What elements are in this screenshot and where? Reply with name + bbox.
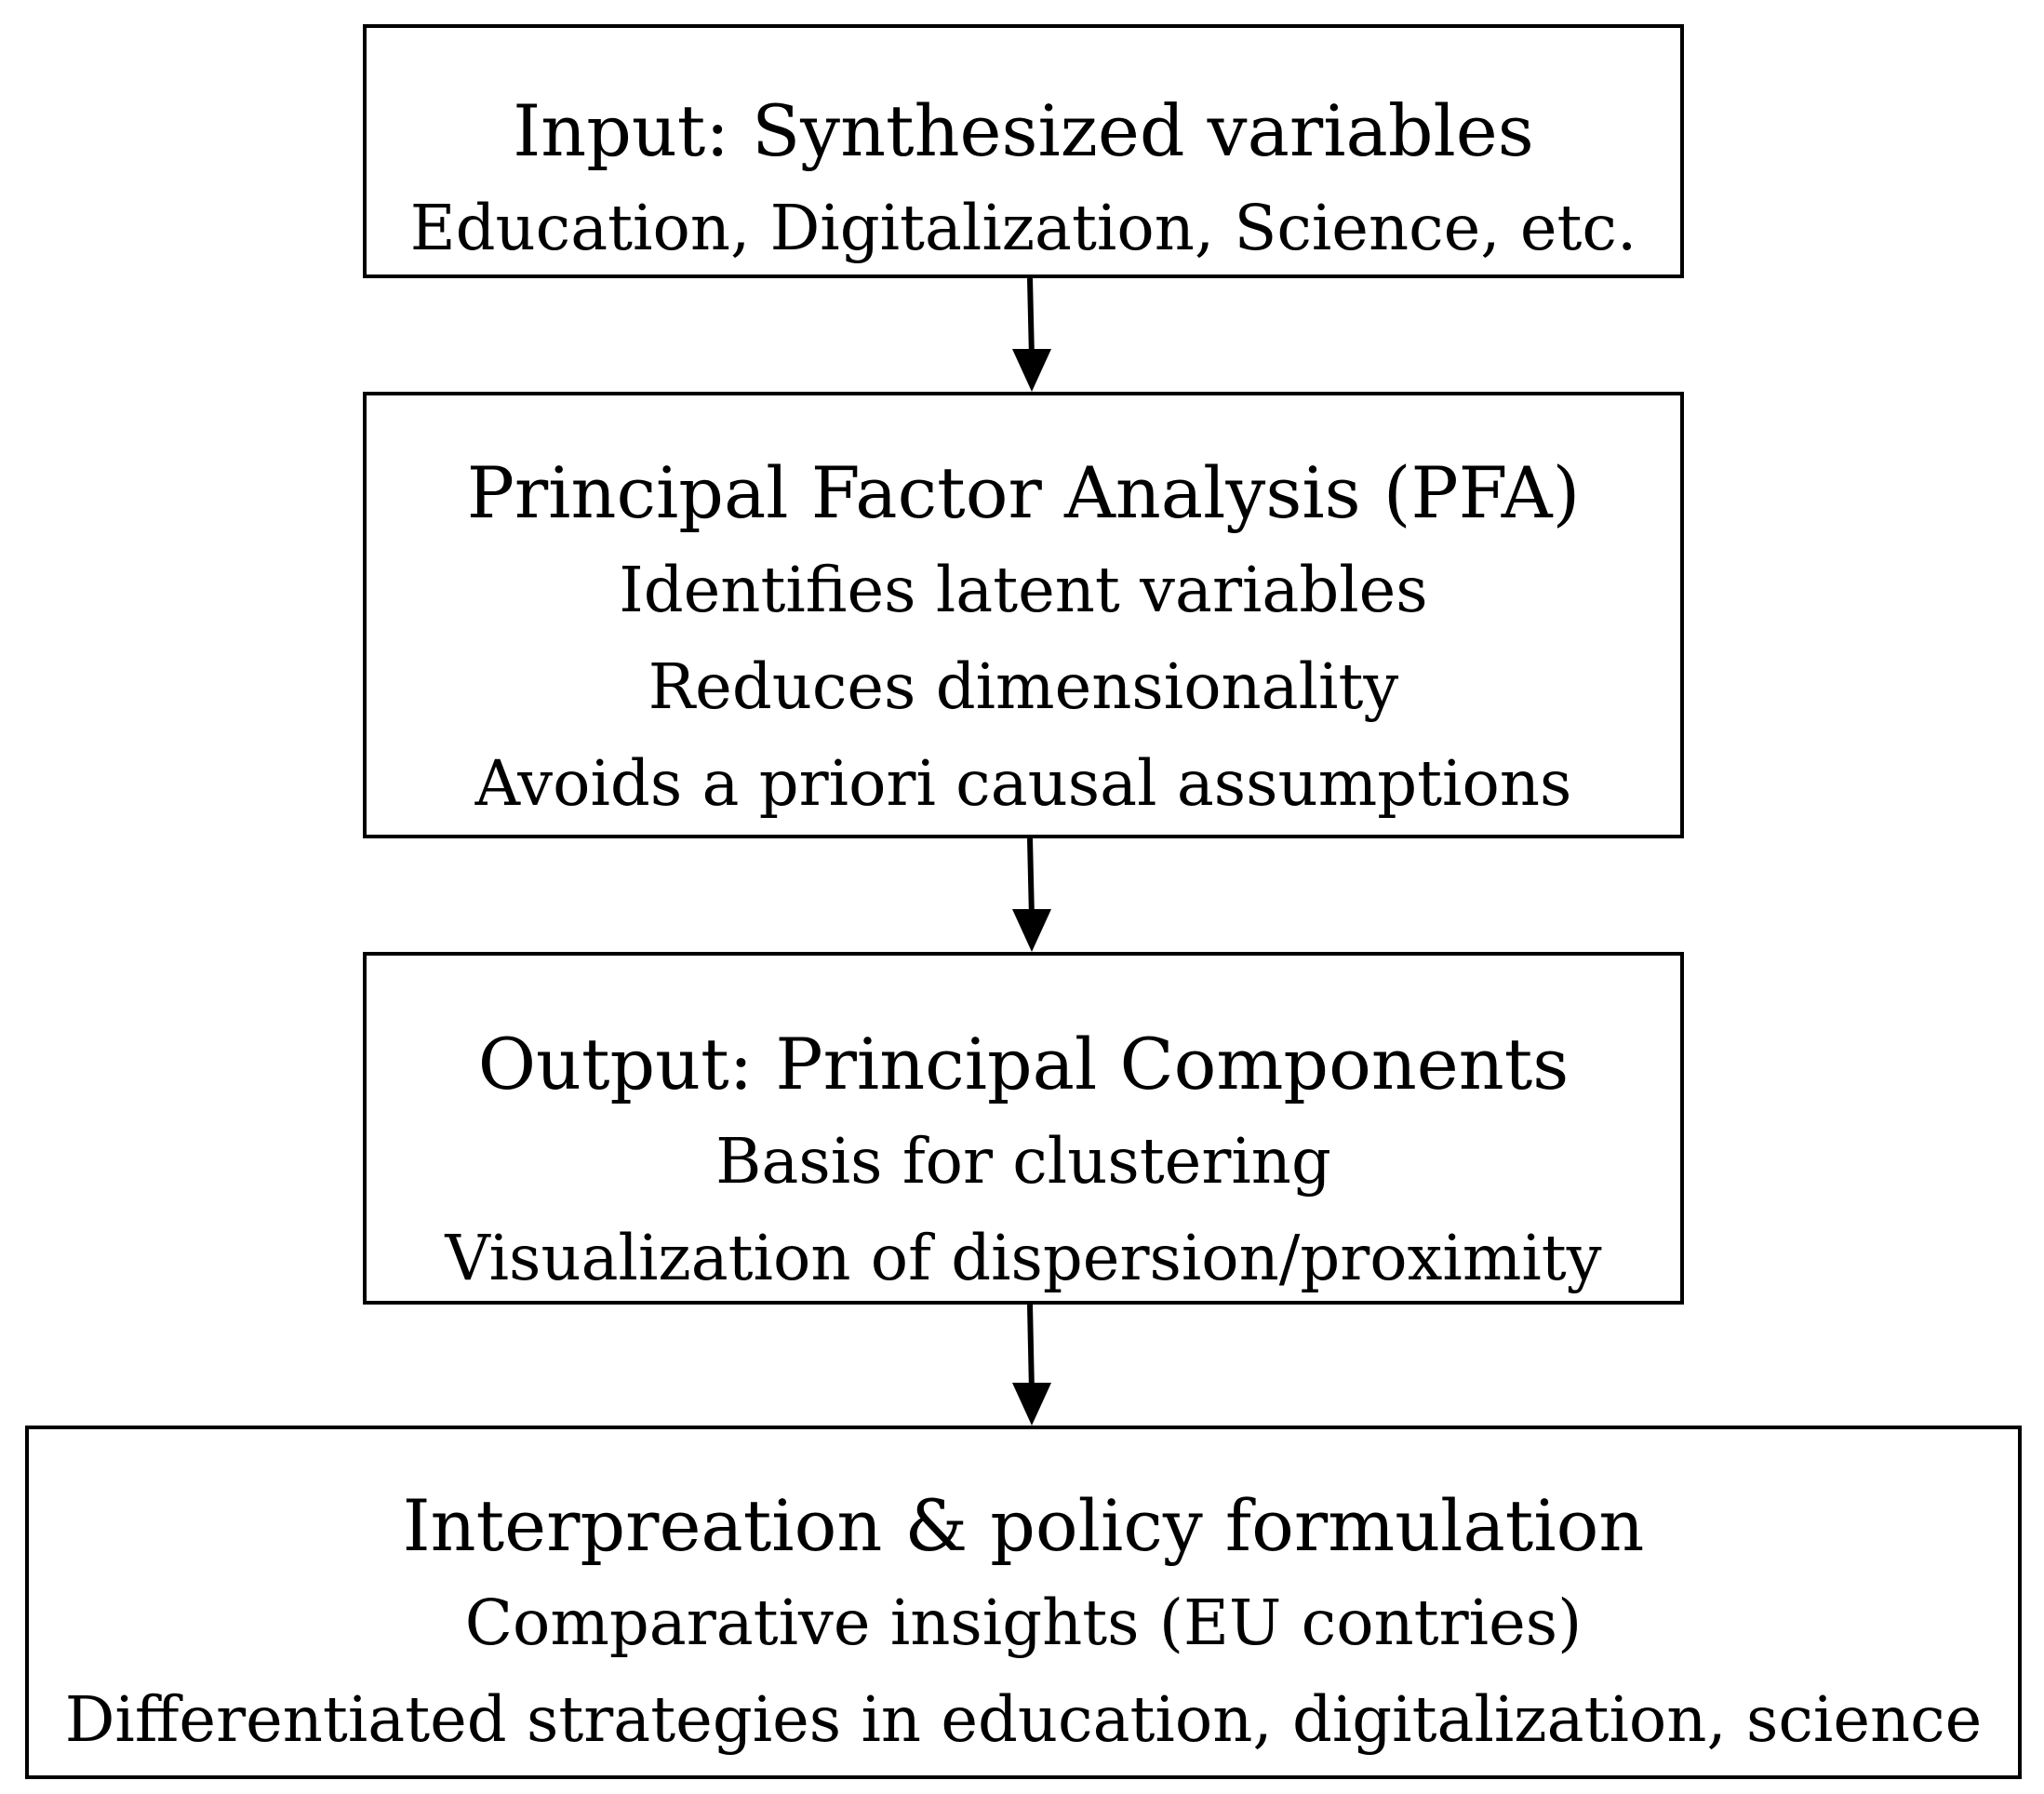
output-line: Basis for clustering — [715, 1125, 1331, 1198]
output-line: Visualization of dispersion/proximity — [445, 1222, 1602, 1294]
pfa-line: Avoids a priori causal assumptions — [474, 747, 1572, 820]
output-title: Output: Principal Components — [477, 1023, 1570, 1105]
input-line: Education, Digitalization, Science, etc. — [409, 192, 1637, 264]
input-box: Input: Synthesized variables Education, … — [363, 24, 1684, 278]
interpretation-title: Interpreation & policy formulation — [402, 1484, 1645, 1567]
interpretation-line: Differentiated strategies in education, … — [64, 1683, 1983, 1756]
arrow-pfa-to-output — [1012, 837, 1051, 952]
output-box: Output: Principal Components Basis for c… — [363, 952, 1684, 1305]
pfa-title: Principal Factor Analysis (PFA) — [466, 451, 1581, 534]
pfa-box: Principal Factor Analysis (PFA) Identifi… — [363, 392, 1684, 838]
interpretation-box: Interpreation & policy formulation Compa… — [25, 1426, 2022, 1779]
interpretation-line: Comparative insights (EU contries) — [464, 1586, 1583, 1659]
arrow-output-to-interpretation — [1012, 1304, 1051, 1426]
pfa-line: Identifies latent variables — [619, 554, 1428, 626]
input-title: Input: Synthesized variables — [513, 89, 1534, 172]
pfa-line: Reduces dimensionality — [648, 650, 1399, 723]
arrow-input-to-pfa — [1012, 277, 1051, 392]
